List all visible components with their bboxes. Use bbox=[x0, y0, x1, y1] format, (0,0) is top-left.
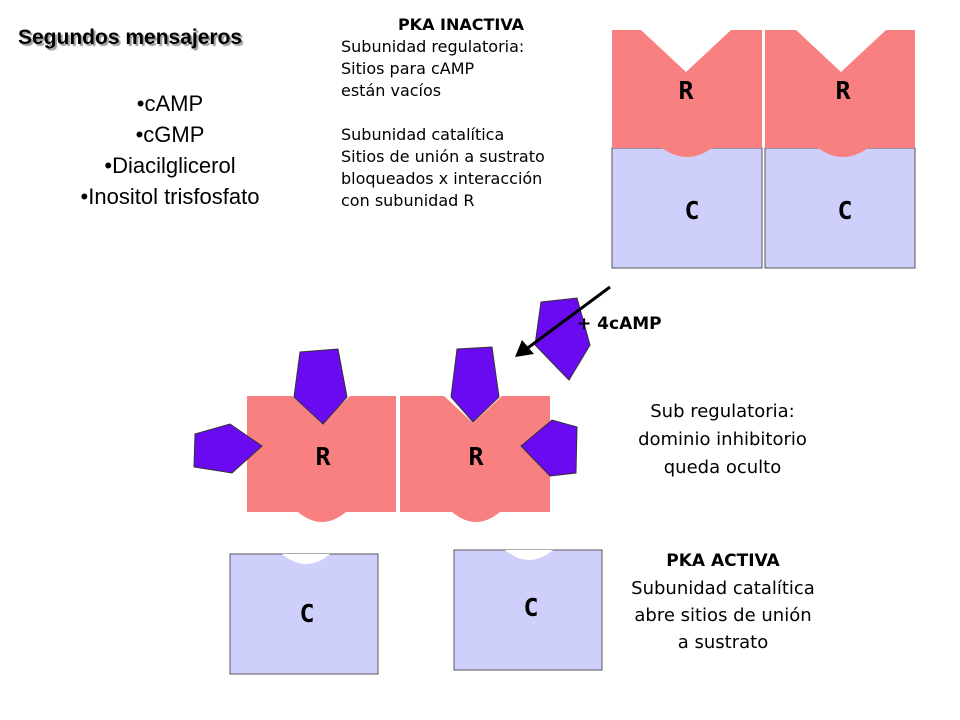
active-catalytic-left: C bbox=[229, 553, 379, 675]
messenger-item-diacylglycerol: •Diacilglicerol bbox=[104, 153, 236, 178]
active-line: Subunidad catalítica bbox=[631, 578, 815, 599]
active-line: abre sitios de unión bbox=[634, 605, 812, 626]
inactive-cat-line: bloqueados x interacción bbox=[341, 169, 543, 188]
messenger-item-cgmp: •cGMP bbox=[135, 122, 205, 147]
active-catalytic-right: C bbox=[453, 549, 603, 671]
pka-active-title: PKA ACTIVA bbox=[666, 551, 780, 571]
inactive-regulatory-right: R bbox=[765, 30, 915, 157]
catalytic-label: C bbox=[684, 196, 699, 225]
pka-inactive-description: PKA INACTIVA Subunidad regulatoria: Siti… bbox=[341, 14, 631, 212]
bound-camp-molecule bbox=[293, 348, 348, 425]
bound-camp-molecule bbox=[520, 419, 578, 477]
inactive-reg-line: están vacíos bbox=[341, 81, 442, 100]
regulatory-note-line: queda oculto bbox=[663, 457, 782, 478]
pka-active-description: PKA ACTIVA Subunidad catalítica abre sit… bbox=[598, 548, 848, 656]
inactive-cat-line: con subunidad R bbox=[341, 191, 475, 210]
regulatory-label: R bbox=[835, 76, 851, 105]
inactive-regulatory-left: R bbox=[612, 30, 762, 157]
pka-inactive-title: PKA INACTIVA bbox=[397, 15, 525, 34]
messenger-list: •cAMP •cGMP •Diacilglicerol •Inositol tr… bbox=[40, 88, 300, 212]
inactive-catalytic-left bbox=[611, 147, 763, 269]
regulatory-label: R bbox=[315, 442, 331, 471]
plus-camp-label: + 4cAMP bbox=[577, 314, 662, 334]
bound-camp-molecule bbox=[450, 346, 500, 423]
regulatory-note: Sub regulatoria: dominio inhibitorio que… bbox=[600, 398, 845, 482]
inactive-reg-line: Sitios para cAMP bbox=[341, 59, 475, 78]
messenger-item-ip3: •Inositol trisfosfato bbox=[80, 184, 260, 209]
slide-title: Segundos mensajeros bbox=[18, 26, 243, 49]
inactive-cat-line: Sitios de unión a sustrato bbox=[341, 147, 545, 166]
binding-arrow bbox=[515, 285, 611, 357]
inactive-cat-line: Subunidad catalítica bbox=[341, 125, 505, 144]
active-line: a sustrato bbox=[677, 632, 769, 653]
catalytic-label: C bbox=[299, 599, 314, 628]
catalytic-label: C bbox=[837, 196, 852, 225]
messenger-item-camp: •cAMP bbox=[136, 91, 204, 116]
catalytic-label: C bbox=[523, 593, 538, 622]
regulatory-note-line: dominio inhibitorio bbox=[638, 429, 807, 450]
regulatory-note-line: Sub regulatoria: bbox=[650, 401, 795, 422]
inactive-reg-line: Subunidad regulatoria: bbox=[341, 37, 525, 56]
active-regulatory-left: R bbox=[247, 396, 396, 522]
inactive-catalytic-right bbox=[764, 147, 916, 269]
regulatory-label: R bbox=[678, 76, 694, 105]
bound-camp-molecule bbox=[193, 423, 263, 474]
free-camp-molecule bbox=[534, 297, 591, 381]
active-regulatory-right: R bbox=[400, 396, 550, 522]
regulatory-label: R bbox=[468, 442, 484, 471]
